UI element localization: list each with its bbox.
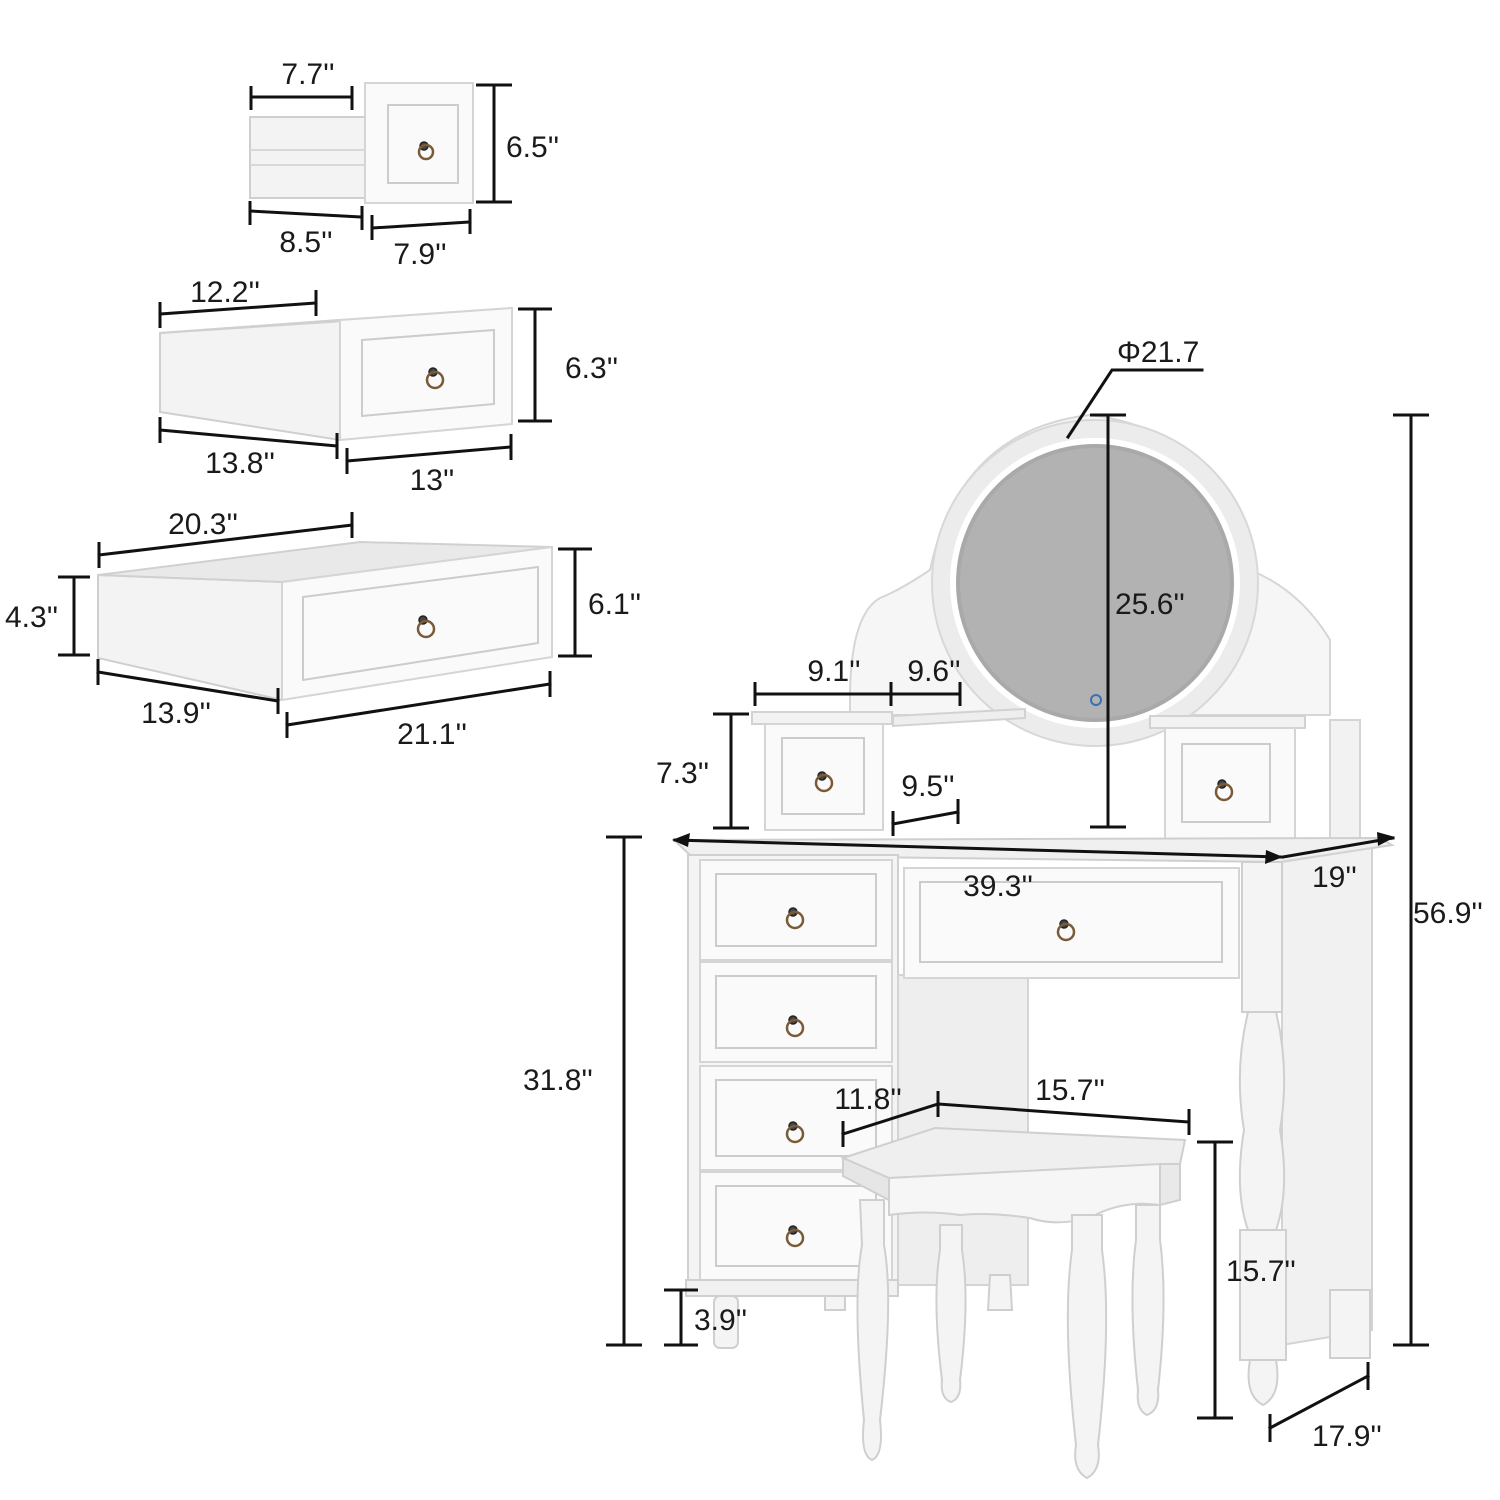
large-drawer-depth-label: 13.9'' [141,697,211,730]
touch-button-icon [1090,694,1102,706]
small-drawer-dimensions: 7.7'' 6.5'' 8.5'' 7.9'' [248,58,559,271]
desk-depth-label: 19'' [1312,861,1357,894]
small-drawer-illustration [249,82,474,204]
stool-illustration [840,1126,1187,1480]
small-drawer-width-top-label: 7.7'' [281,58,334,91]
large-drawer-illustration [97,540,553,702]
small-drawer-depth-label: 8.5'' [279,226,332,259]
mid-drawer-dimensions: 12.2'' 6.3'' 13.8'' 13'' [158,276,618,497]
mirror-diameter-label: Φ21.7 [1117,336,1199,369]
stool-depth-label: 11.8'' [834,1083,902,1116]
mid-drawer-depth-label: 13.8'' [205,447,275,480]
stool-dimensions: 11.8'' 15.7'' 15.7'' [834,1074,1296,1420]
mid-drawer-width-top-label: 12.2'' [190,276,260,309]
large-drawer-width-top-label: 20.3'' [168,508,238,541]
base-height-label: 3.9'' [694,1304,747,1337]
large-drawer-dimensions: 20.3'' 4.3'' 6.1'' 13.9'' 21.1'' [5,508,641,751]
top-drawer-width-label: 9.1'' [807,655,860,688]
small-drawer-height-label: 6.5'' [506,131,559,164]
top-drawer-height-label: 7.3'' [656,757,709,790]
large-drawer-side-height-label: 4.3'' [5,601,58,634]
small-drawer-width-bottom-label: 7.9'' [393,238,446,271]
stool-height-label: 15.7'' [1226,1255,1296,1288]
leg-depth-label: 17.9'' [1312,1420,1382,1453]
total-height-label: 56.9'' [1413,897,1483,930]
vanity-dimensions: Φ21.7 25.6'' 9.1'' 9.6'' 7.3'' 9.5'' 39.… [523,336,1483,1453]
mid-drawer-height-label: 6.3'' [565,352,618,385]
large-drawer-width-bottom-label: 21.1'' [397,718,467,751]
mirror-height-label: 25.6'' [1115,588,1185,621]
gap-width-label: 9.6'' [907,655,960,688]
stool-width-label: 15.7'' [1035,1074,1105,1107]
mid-drawer-width-bottom-label: 13'' [410,464,455,497]
desk-width-label: 39.3'' [963,870,1033,903]
large-drawer-front-height-label: 6.1'' [588,588,641,621]
desk-height-label: 31.8'' [523,1064,593,1097]
mid-drawer-illustration [159,306,513,442]
gap-depth-label: 9.5'' [901,770,954,803]
